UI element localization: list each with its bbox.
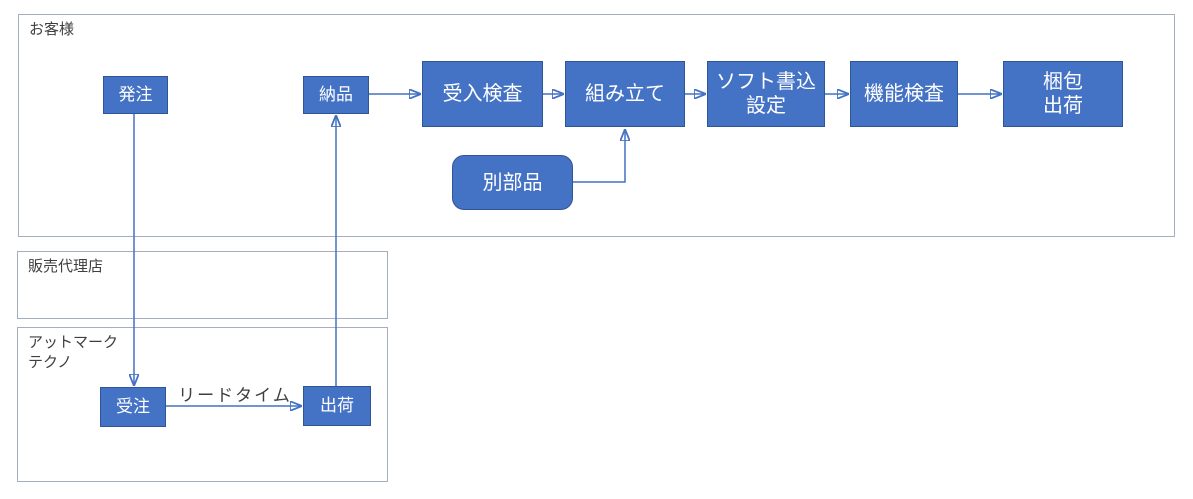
lane-atmark-techno-label: アットマーク テクノ	[28, 334, 119, 372]
node-assembly: 組み立て	[565, 61, 685, 127]
node-function-inspection-label: 機能検査	[864, 83, 944, 105]
node-incoming-inspection-label: 受入検査	[442, 83, 523, 105]
node-packing-shipping: 梱包 出荷	[1003, 61, 1123, 127]
node-software-setup-label: ソフト書込 設定	[716, 71, 816, 117]
node-incoming-inspection: 受入検査	[422, 61, 543, 127]
node-other-parts-label: 別部品	[482, 171, 543, 194]
lane-customer: お客様	[18, 14, 1175, 237]
lane-atmark-techno: アットマーク テクノ	[17, 327, 388, 482]
node-software-setup: ソフト書込 設定	[707, 61, 825, 127]
node-order-received: 受注	[100, 387, 166, 427]
lane-distributor-label: 販売代理店	[28, 258, 104, 275]
lane-distributor: 販売代理店	[17, 251, 388, 319]
node-other-parts: 別部品	[452, 155, 573, 210]
node-delivery-label: 納品	[319, 84, 353, 104]
node-order-received-label: 受注	[116, 396, 150, 416]
node-factory-shipping: 出荷	[303, 386, 371, 426]
node-factory-shipping-label: 出荷	[320, 395, 354, 415]
lane-customer-label: お客様	[29, 21, 75, 38]
node-function-inspection: 機能検査	[850, 61, 958, 127]
node-delivery: 納品	[303, 76, 369, 114]
node-order-label: 発注	[118, 84, 153, 104]
node-packing-shipping-label: 梱包 出荷	[1043, 71, 1083, 117]
node-order: 発注	[103, 76, 168, 114]
node-assembly-label: 組み立て	[585, 83, 665, 105]
lead-time-label: リードタイム	[178, 386, 292, 405]
